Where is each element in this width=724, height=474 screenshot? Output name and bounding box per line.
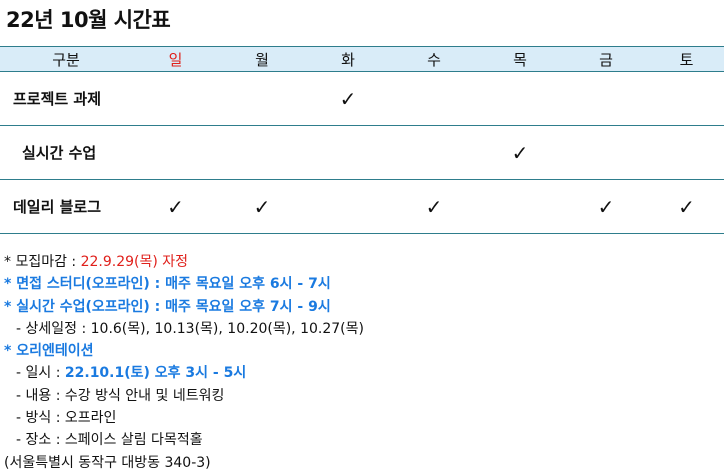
orientation-address: (서울특별시 동작구 대방동 340-3) <box>4 454 211 471</box>
table-row: 데일리 블로그 ✓ ✓ ✓ ✓ ✓ <box>0 179 724 234</box>
check-cell <box>305 125 391 180</box>
interview-note: * 면접 스터디(오프라인) : 매주 목요일 오후 6시 - 7시 <box>4 276 331 293</box>
check-cell <box>391 71 477 126</box>
check-cell: ✓ <box>563 179 649 234</box>
check-cell <box>132 71 219 126</box>
deadline-label: * 모집마감 : <box>4 254 81 270</box>
date-label: - 일시 : <box>16 365 65 382</box>
table-row: 프로젝트 과제 ✓ <box>0 71 724 126</box>
check-cell: ✓ <box>477 125 563 180</box>
header-day-tue: 화 <box>305 46 391 72</box>
check-cell <box>132 125 219 180</box>
check-cell: ✓ <box>649 179 724 234</box>
check-cell <box>219 71 305 126</box>
check-cell: ✓ <box>132 179 219 234</box>
check-cell <box>391 125 477 180</box>
check-cell: ✓ <box>305 71 391 126</box>
check-cell: ✓ <box>219 179 305 234</box>
live-class-note: * 실시간 수업(오프라인) : 매주 목요일 오후 7시 - 9시 <box>4 298 331 315</box>
deadline-value: 22.9.29(목) 자정 <box>80 254 189 270</box>
timetable: 구분 일 월 화 수 목 금 토 프로젝트 과제 ✓ 실시간 수업 ✓ <box>0 46 724 234</box>
header-day-thu: 목 <box>477 46 563 72</box>
check-cell <box>477 71 563 126</box>
row-label: 데일리 블로그 <box>0 179 132 234</box>
orientation-heading: * 오리엔테이션 <box>4 343 94 360</box>
row-label: 프로젝트 과제 <box>0 71 132 126</box>
check-cell <box>563 71 649 126</box>
deadline-note: * 모집마감 : 22.9.29(목) 자정 <box>4 251 364 273</box>
orientation-method: - 방식 : 오프라인 <box>16 410 117 427</box>
check-cell <box>477 179 563 234</box>
check-cell <box>219 125 305 180</box>
check-cell <box>563 125 649 180</box>
orientation-content: - 내용 : 수강 방식 안내 및 네트워킹 <box>16 387 225 404</box>
date-value: 22.10.1(토) 오후 3시 - 5시 <box>64 365 247 382</box>
header-day-sun: 일 <box>132 46 219 72</box>
page-title: 22년 10월 시간표 <box>6 8 171 32</box>
check-cell <box>649 71 724 126</box>
timetable-header-row: 구분 일 월 화 수 목 금 토 <box>0 46 724 72</box>
notes-section: * 모집마감 : 22.9.29(목) 자정 * 면접 스터디(오프라인) : … <box>4 251 364 474</box>
check-cell: ✓ <box>391 179 477 234</box>
table-row: 실시간 수업 ✓ <box>0 125 724 180</box>
header-category: 구분 <box>0 46 132 72</box>
header-day-mon: 월 <box>219 46 305 72</box>
orientation-date: - 일시 : 22.10.1(토) 오후 3시 - 5시 <box>4 362 364 384</box>
row-label: 실시간 수업 <box>0 125 132 180</box>
schedule-detail: - 상세일정 : 10.6(목), 10.13(목), 10.20(목), 10… <box>16 320 364 337</box>
check-cell <box>305 179 391 234</box>
check-cell <box>649 125 724 180</box>
header-day-fri: 금 <box>563 46 649 72</box>
header-day-wed: 수 <box>391 46 477 72</box>
header-day-sat: 토 <box>649 46 724 72</box>
orientation-place: - 장소 : 스페이스 살림 다목적홀 <box>16 432 203 449</box>
